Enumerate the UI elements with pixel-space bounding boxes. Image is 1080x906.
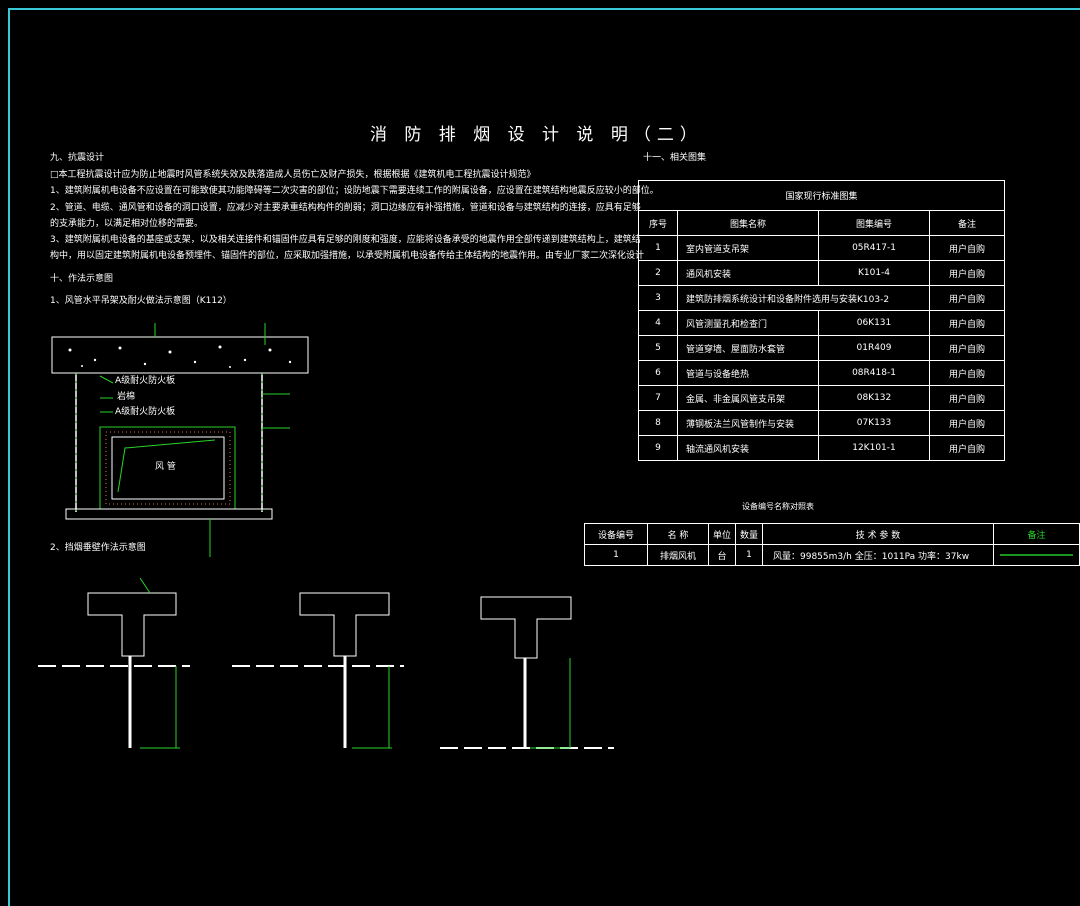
cell: 06K131	[818, 310, 930, 336]
cell: 6	[638, 360, 678, 386]
col-header: 备注	[929, 210, 1005, 236]
cell: 3	[638, 285, 678, 311]
fireboard-label: A级耐火防火板	[115, 407, 176, 417]
duct-body	[111, 436, 225, 500]
cell-text: K103-2	[857, 294, 890, 305]
section11-heading: 十一、相关图集	[643, 153, 707, 163]
cell: 通风机安装	[677, 260, 819, 286]
section10-sub2: 2、挡烟垂壁作法示意图	[50, 543, 146, 553]
section9-line: 3、建筑附属机电设备的基座或支架，以及相关连接件和锚固件应具有足够的刚度和强度，…	[50, 235, 641, 245]
drawing-frame	[8, 8, 1080, 906]
equipment-caption: 设备编号名称对照表	[742, 502, 814, 511]
smoke-barrier-diagram-2	[232, 592, 404, 749]
fireboard-outer	[99, 426, 236, 510]
concrete-hatch	[68, 345, 292, 368]
col-header: 图集编号	[818, 210, 930, 236]
section9-line: 的支承能力，以满足相对位移的需要。	[50, 219, 204, 229]
cell: 1	[638, 235, 678, 261]
section10-heading: 十、作法示意图	[50, 274, 114, 284]
cell: 8	[638, 410, 678, 436]
section9-line: 2、管道、电缆、通风管和设备的洞口设置，应减少对主要承重结构构件的削弱；洞口边缘…	[50, 203, 641, 213]
section10-sub1: 1、风管水平吊架及耐火做法示意图（K112）	[50, 296, 232, 306]
table-row: 1 排烟风机 台 1 风量：99855m3/h 全压：1011Pa 功率：37k…	[584, 544, 1080, 566]
cell: 排烟风机	[647, 544, 709, 566]
cell: 轴流通风机安装	[677, 435, 819, 461]
cell: 5	[638, 335, 678, 361]
duct-label: 风 管	[155, 462, 176, 472]
smoke-barrier-diagram-1	[38, 577, 190, 749]
duct-hanger-diagram	[51, 323, 309, 557]
cell-text: 建筑防排烟系统设计和设备附件选用与安装	[686, 294, 858, 305]
rockwool-label: 岩棉	[117, 392, 136, 402]
section9-line: 1、建筑附属机电设备不应设置在可能致使其功能障碍等二次灾害的部位；设防地震下需要…	[50, 186, 659, 196]
cell: 管道与设备绝热	[677, 360, 819, 386]
concrete-slab	[51, 336, 309, 374]
cell: 08R418-1	[818, 360, 930, 386]
cell: 用户自购	[929, 435, 1005, 461]
cell: 用户自购	[929, 285, 1005, 311]
section9-heading: 九、抗震设计	[50, 153, 105, 163]
cell: 用户自购	[929, 310, 1005, 336]
cell: 用户自购	[929, 410, 1005, 436]
cell: 用户自购	[929, 235, 1005, 261]
cell: 2	[638, 260, 678, 286]
smoke-barrier-diagram-3	[440, 596, 614, 749]
section9-line: 构中，用以固定建筑附属机电设备预埋件、锚固件的部位，应采取加强措施，以承受附属机…	[50, 251, 645, 261]
cell: 建筑防排烟系统设计和设备附件选用与安装K103-2	[677, 285, 930, 311]
equipment-table: 设备编号 名 称 单位 数量 技 术 参 数 备注 1 排烟风机 台 1 风量：…	[584, 523, 1080, 566]
cell: 12K101-1	[818, 435, 930, 461]
cell: 9	[638, 435, 678, 461]
table-caption: 国家现行标准图集	[638, 180, 1005, 211]
rockwool-layer	[105, 431, 231, 505]
page-title: 消 防 排 烟 设 计 说 明（二）	[370, 125, 703, 145]
fireboard-label: A级耐火防火板	[115, 376, 176, 386]
cell: 室内管道支吊架	[677, 235, 819, 261]
cell	[993, 544, 1080, 566]
support-channel	[65, 508, 273, 520]
cell: 07K133	[818, 410, 930, 436]
section9-line: □本工程抗震设计应为防止地震时风管系统失效及跌落造成人员伤亡及财产损失，根据根据…	[50, 170, 536, 180]
cell: 01R409	[818, 335, 930, 361]
